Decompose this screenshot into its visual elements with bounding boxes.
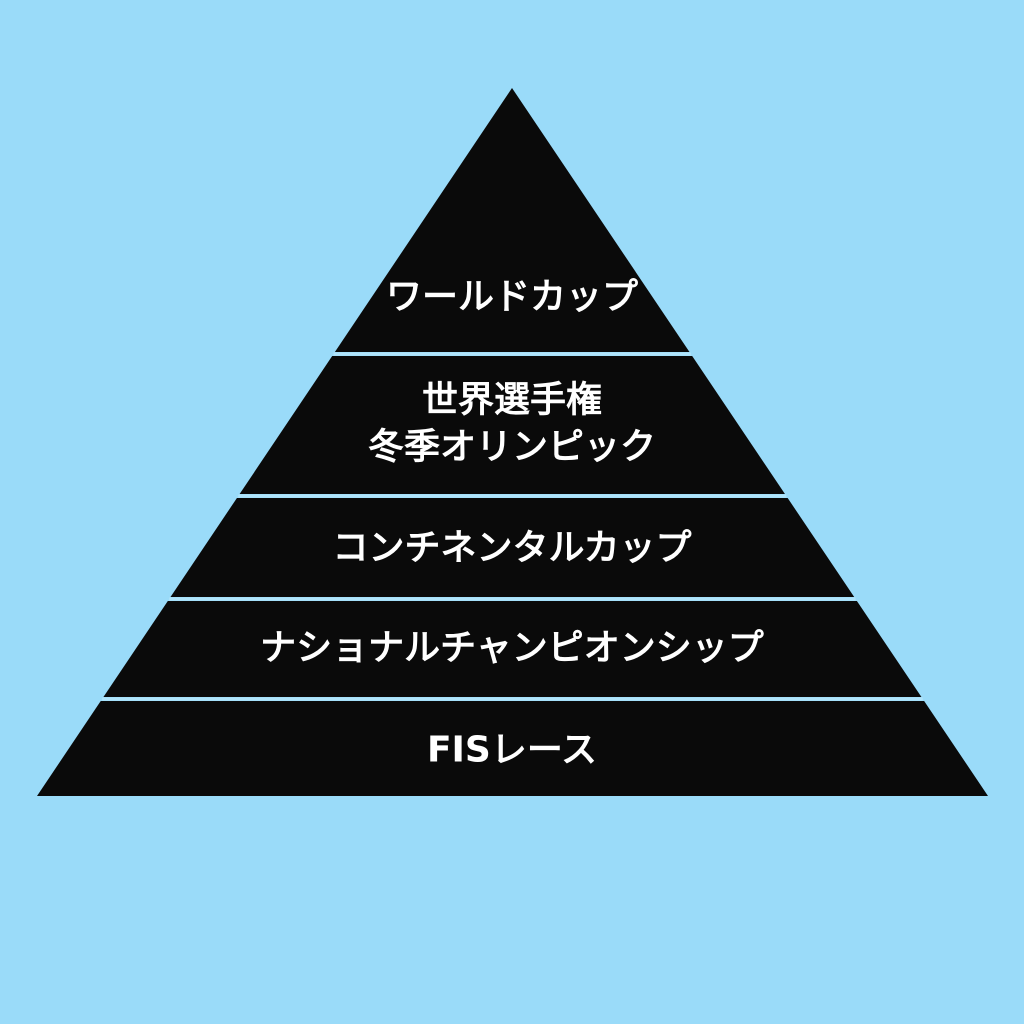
tier-5-label: FISレース [427,730,597,771]
tier-2-label: 冬季オリンピック [368,427,656,468]
tier-2-label: 世界選手権 [422,380,602,421]
tier-4-label: ナショナルチャンピオンシップ [260,628,764,669]
pyramid-tier-3 [170,498,855,597]
tier-3-label: コンチネンタルカップ [333,528,692,569]
pyramid-tier-1 [334,88,690,352]
pyramid-tier-2 [239,356,785,494]
pyramid-tier-4 [103,601,922,697]
pyramid-tier-5 [37,701,988,796]
tier-1-label: ワールドカップ [386,277,638,318]
